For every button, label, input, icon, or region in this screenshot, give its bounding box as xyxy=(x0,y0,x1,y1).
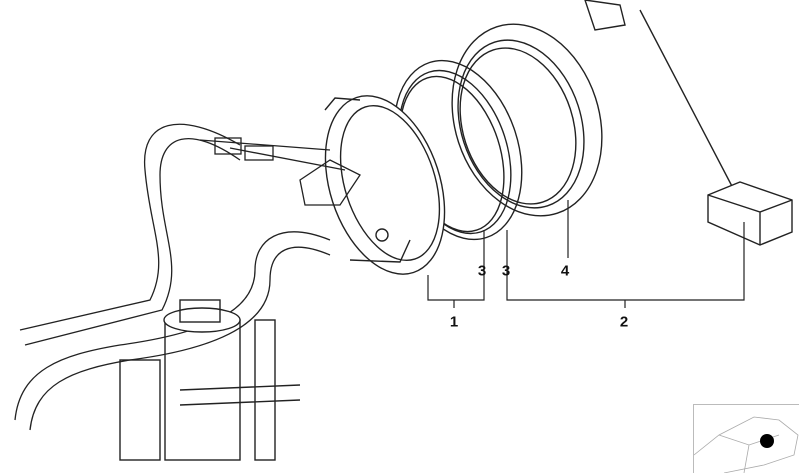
car-outline-icon xyxy=(694,416,799,473)
callout-4-locking-ring: 4 xyxy=(560,262,570,280)
locking-ring xyxy=(451,23,603,217)
callout-1-pump: 1 xyxy=(449,313,459,331)
callout-leaders xyxy=(427,200,745,308)
vehicle-location-thumbnail xyxy=(693,404,799,473)
fuel-level-sender xyxy=(584,0,793,246)
callout-2-sender: 2 xyxy=(619,313,629,331)
callout-3-seal: 3 xyxy=(477,262,487,280)
location-marker-icon xyxy=(760,434,774,448)
fuel-hoses xyxy=(14,123,361,431)
callout-3-seal-second: 3 xyxy=(501,262,511,280)
fuel-pump-flange xyxy=(324,95,446,275)
pump-body xyxy=(119,299,301,461)
